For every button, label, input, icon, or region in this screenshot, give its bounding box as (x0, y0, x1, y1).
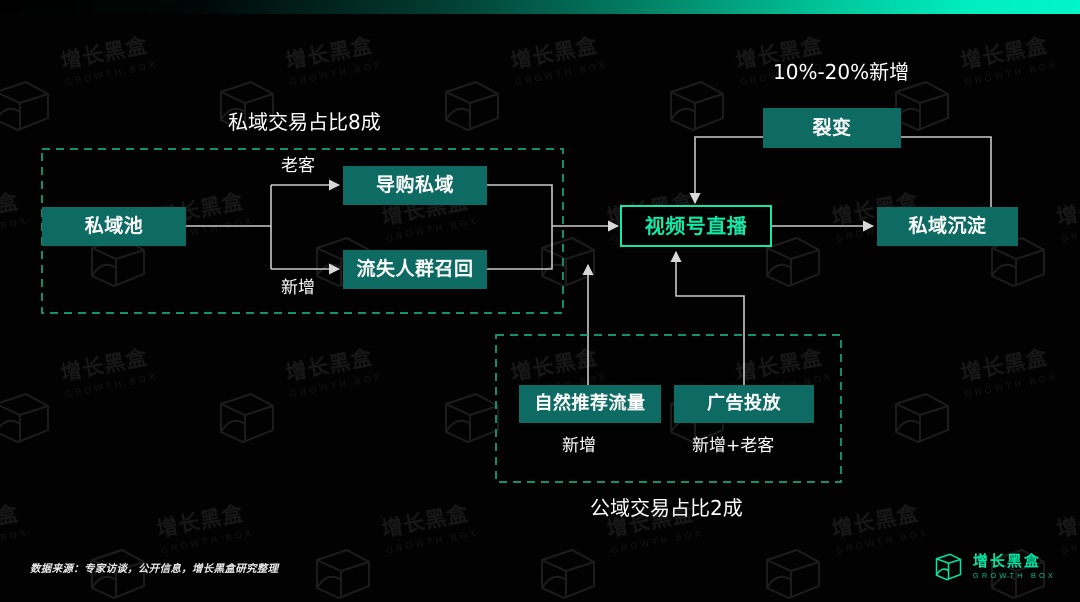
watermark-text-cn: 增长黑盒 (1054, 189, 1080, 230)
watermark-text-cn: 增长黑盒 (154, 501, 246, 542)
watermark-text-en: GROWTH BOX (385, 215, 480, 244)
watermark-text-cn: 增长黑盒 (958, 345, 1050, 386)
watermark-text-en: GROWTH BOX (610, 527, 705, 556)
watermark-text-en: GROWTH BOX (385, 527, 480, 556)
edge-guide-merge (487, 184, 553, 226)
caption-public-share: 公域交易占比2成 (590, 496, 743, 520)
watermark-text-cn: 增长黑盒 (508, 33, 600, 74)
watermark-text-cn: 增长黑盒 (0, 189, 21, 230)
watermark-text-cn: 增长黑盒 (58, 345, 150, 386)
edge-recall-merge (487, 226, 553, 270)
node-lost-recall[interactable]: 流失人群召回 (343, 250, 487, 289)
watermark-text-en: GROWTH BOX (964, 59, 1059, 88)
watermark-text-cn: 增长黑盒 (958, 33, 1050, 74)
watermark-cube-icon (436, 76, 506, 138)
caption-new-plus-old: 新增+老客 (692, 436, 775, 456)
watermark-text-cn: 增长黑盒 (283, 345, 375, 386)
watermark-text-en: GROWTH BOX (289, 59, 384, 88)
watermark-text-en: GROWTH BOX (514, 59, 609, 88)
watermark-cube-icon (532, 544, 602, 602)
watermark-cube-icon (436, 388, 506, 450)
caption-fission-growth: 10%-20%新增 (773, 60, 910, 84)
node-private-settle[interactable]: 私域沉淀 (877, 207, 1018, 246)
caption-new-add-organic: 新增 (562, 436, 596, 456)
watermark-cube-icon (307, 544, 377, 602)
node-video-live[interactable]: 视频号直播 (620, 205, 772, 247)
edge-fission-to-live (689, 136, 763, 205)
watermark-text-en: GROWTH BOX (1060, 527, 1080, 556)
node-guide-private[interactable]: 导购私域 (343, 166, 487, 205)
watermark-text-cn: 增长黑盒 (733, 345, 825, 386)
watermark-text-cn: 增长黑盒 (283, 33, 375, 74)
node-organic-traffic[interactable]: 自然推荐流量 (519, 385, 661, 423)
watermark-cube-icon (211, 388, 281, 450)
watermark-text-en: GROWTH BOX (0, 215, 30, 243)
watermark-text-cn: 增长黑盒 (58, 33, 150, 74)
watermark-text-en: GROWTH BOX (64, 59, 159, 88)
watermark-text-en: GROWTH BOX (289, 371, 384, 400)
source-note: 数据来源：专家访谈，公开信息，增长黑盒研究整理 (30, 563, 279, 575)
watermark-text-cn: 增长黑盒 (829, 501, 921, 542)
node-ad-placement[interactable]: 广告投放 (674, 385, 814, 423)
watermark-text-cn: 增长黑盒 (1054, 501, 1080, 542)
watermark-cube-icon (661, 76, 731, 138)
watermark-text-cn: 增长黑盒 (379, 501, 471, 542)
watermark-cube-icon (0, 388, 56, 450)
watermark-text-en: GROWTH BOX (1060, 215, 1080, 244)
watermark-text-en: GROWTH BOX (160, 527, 255, 556)
watermark-text-en: GROWTH BOX (64, 371, 159, 400)
caption-private-share: 私域交易占比8成 (228, 110, 381, 134)
brand-name-en: GROWTH BOX (972, 570, 1056, 580)
watermark-text-en: GROWTH BOX (964, 371, 1059, 400)
edge-ad-to-live (670, 250, 745, 386)
watermark-text-cn: 增长黑盒 (508, 345, 600, 386)
watermark-text-en: GROWTH BOX (835, 527, 930, 556)
watermark-cube-icon (886, 388, 956, 450)
brand-logo: 增长黑盒 GROWTH BOX (930, 552, 1056, 582)
watermark-cube-icon (532, 232, 602, 294)
watermark-cube-icon (0, 76, 56, 138)
watermark-text-en: GROWTH BOX (0, 527, 30, 555)
brand-name-cn: 增长黑盒 (972, 552, 1041, 570)
growth-box-cube-icon (930, 552, 964, 582)
node-fission[interactable]: 裂变 (763, 108, 901, 148)
caption-new-add-top: 新增 (281, 278, 315, 298)
caption-old-customer: 老客 (281, 156, 315, 176)
watermark-cube-icon (757, 544, 827, 602)
edge-settle-to-fission (901, 136, 992, 207)
node-private-pool[interactable]: 私域池 (42, 207, 186, 246)
top-gradient-bar (0, 0, 1080, 14)
watermark-text-cn: 增长黑盒 (0, 501, 21, 542)
